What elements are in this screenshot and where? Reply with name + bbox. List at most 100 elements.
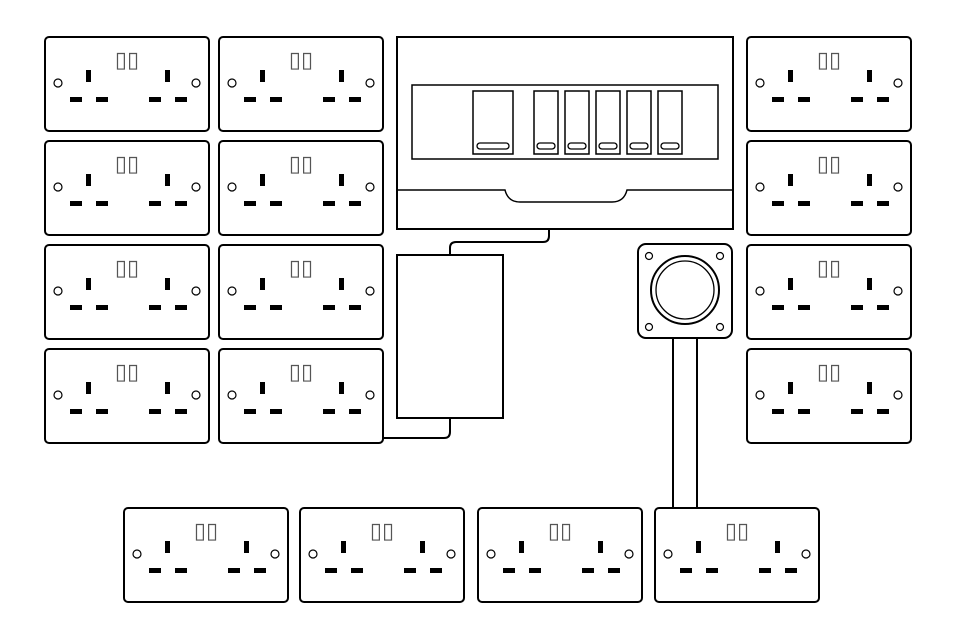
breaker-toggle bbox=[660, 142, 680, 150]
twin-socket-r3: ▯▯ bbox=[746, 244, 912, 340]
twin-socket-l3: ▯▯ bbox=[44, 140, 210, 236]
screw-icon bbox=[365, 286, 375, 296]
live-pin-slot bbox=[175, 97, 187, 102]
breaker-toggle bbox=[567, 142, 587, 150]
neutral-pin-slot bbox=[759, 568, 771, 573]
live-pin-slot bbox=[96, 305, 108, 310]
outlet-pins-icon bbox=[244, 70, 282, 102]
socket-switch-glyph: ▯▯ bbox=[725, 519, 749, 544]
screw-icon bbox=[365, 390, 375, 400]
earth-pin-slot bbox=[260, 174, 265, 186]
neutral-pin-slot bbox=[772, 305, 784, 310]
cable-cu-to-box bbox=[449, 229, 550, 255]
screw-icon bbox=[227, 390, 237, 400]
outlet-pins-icon bbox=[404, 541, 442, 573]
socket-faceplate bbox=[218, 348, 384, 444]
screw-icon bbox=[624, 549, 634, 559]
earth-pin-slot bbox=[339, 70, 344, 82]
screw-icon bbox=[365, 78, 375, 88]
screw-icon bbox=[132, 549, 142, 559]
screw-icon bbox=[801, 549, 811, 559]
live-pin-slot bbox=[270, 97, 282, 102]
live-pin-slot bbox=[877, 305, 889, 310]
earth-pin-slot bbox=[788, 70, 793, 82]
outlet-pins-icon bbox=[851, 278, 889, 310]
socket-switch-glyph: ▯▯ bbox=[115, 360, 139, 385]
neutral-pin-slot bbox=[772, 409, 784, 414]
live-pin-slot bbox=[349, 97, 361, 102]
live-pin-slot bbox=[270, 409, 282, 414]
live-pin-slot bbox=[96, 409, 108, 414]
earth-pin-slot bbox=[519, 541, 524, 553]
earth-pin-slot bbox=[420, 541, 425, 553]
neutral-pin-slot bbox=[503, 568, 515, 573]
outlet-pins-icon bbox=[759, 541, 797, 573]
outlet-pins-icon bbox=[70, 70, 108, 102]
socket-faceplate bbox=[654, 507, 820, 603]
socket-faceplate bbox=[44, 348, 210, 444]
neutral-pin-slot bbox=[851, 305, 863, 310]
socket-switch-glyph: ▯▯ bbox=[817, 360, 841, 385]
earth-pin-slot bbox=[598, 541, 603, 553]
outlet-pins-icon bbox=[70, 278, 108, 310]
breaker-toggle bbox=[629, 142, 649, 150]
earth-pin-slot bbox=[339, 382, 344, 394]
outlet-pins-icon bbox=[149, 174, 187, 206]
screw-icon bbox=[715, 322, 725, 332]
neutral-pin-slot bbox=[404, 568, 416, 573]
earth-pin-slot bbox=[165, 382, 170, 394]
screw-icon bbox=[227, 78, 237, 88]
industrial-socket bbox=[637, 243, 733, 339]
screw-icon bbox=[715, 251, 725, 261]
screw-icon bbox=[644, 322, 654, 332]
outlet-pins-icon bbox=[323, 70, 361, 102]
breaker-toggle bbox=[598, 142, 618, 150]
live-pin-slot bbox=[349, 409, 361, 414]
outlet-pins-icon bbox=[503, 541, 541, 573]
earth-pin-slot bbox=[165, 174, 170, 186]
socket-faceplate bbox=[746, 140, 912, 236]
live-pin-slot bbox=[270, 201, 282, 206]
live-pin-slot bbox=[608, 568, 620, 573]
neutral-pin-slot bbox=[70, 305, 82, 310]
earth-pin-slot bbox=[86, 174, 91, 186]
outlet-pins-icon bbox=[244, 382, 282, 414]
earth-pin-slot bbox=[260, 382, 265, 394]
outlet-pins-icon bbox=[244, 278, 282, 310]
earth-pin-slot bbox=[696, 541, 701, 553]
socket-faceplate bbox=[746, 36, 912, 132]
outlet-pins-icon bbox=[228, 541, 266, 573]
screw-icon bbox=[191, 390, 201, 400]
socket-switch-glyph: ▯▯ bbox=[115, 152, 139, 177]
rectangular-box bbox=[396, 254, 504, 419]
live-pin-slot bbox=[785, 568, 797, 573]
neutral-pin-slot bbox=[851, 201, 863, 206]
live-pin-slot bbox=[798, 409, 810, 414]
live-pin-slot bbox=[798, 305, 810, 310]
neutral-pin-slot bbox=[772, 201, 784, 206]
screw-icon bbox=[270, 549, 280, 559]
earth-pin-slot bbox=[339, 278, 344, 290]
twin-socket-l7: ▯▯ bbox=[44, 348, 210, 444]
earth-pin-slot bbox=[341, 541, 346, 553]
earth-pin-slot bbox=[260, 278, 265, 290]
outlet-pins-icon bbox=[772, 382, 810, 414]
live-pin-slot bbox=[175, 201, 187, 206]
socket-faceplate bbox=[44, 244, 210, 340]
twin-socket-l6: ▯▯ bbox=[218, 244, 384, 340]
twin-socket-r1: ▯▯ bbox=[746, 36, 912, 132]
live-pin-slot bbox=[349, 305, 361, 310]
neutral-pin-slot bbox=[244, 97, 256, 102]
twin-socket-r2: ▯▯ bbox=[746, 140, 912, 236]
neutral-pin-slot bbox=[323, 201, 335, 206]
neutral-pin-slot bbox=[244, 305, 256, 310]
socket-faceplate bbox=[746, 348, 912, 444]
outlet-pins-icon bbox=[70, 382, 108, 414]
screw-icon bbox=[308, 549, 318, 559]
socket-faceplate bbox=[746, 244, 912, 340]
outlet-pins-icon bbox=[851, 174, 889, 206]
earth-pin-slot bbox=[165, 541, 170, 553]
screw-icon bbox=[227, 286, 237, 296]
twin-socket-l5: ▯▯ bbox=[44, 244, 210, 340]
